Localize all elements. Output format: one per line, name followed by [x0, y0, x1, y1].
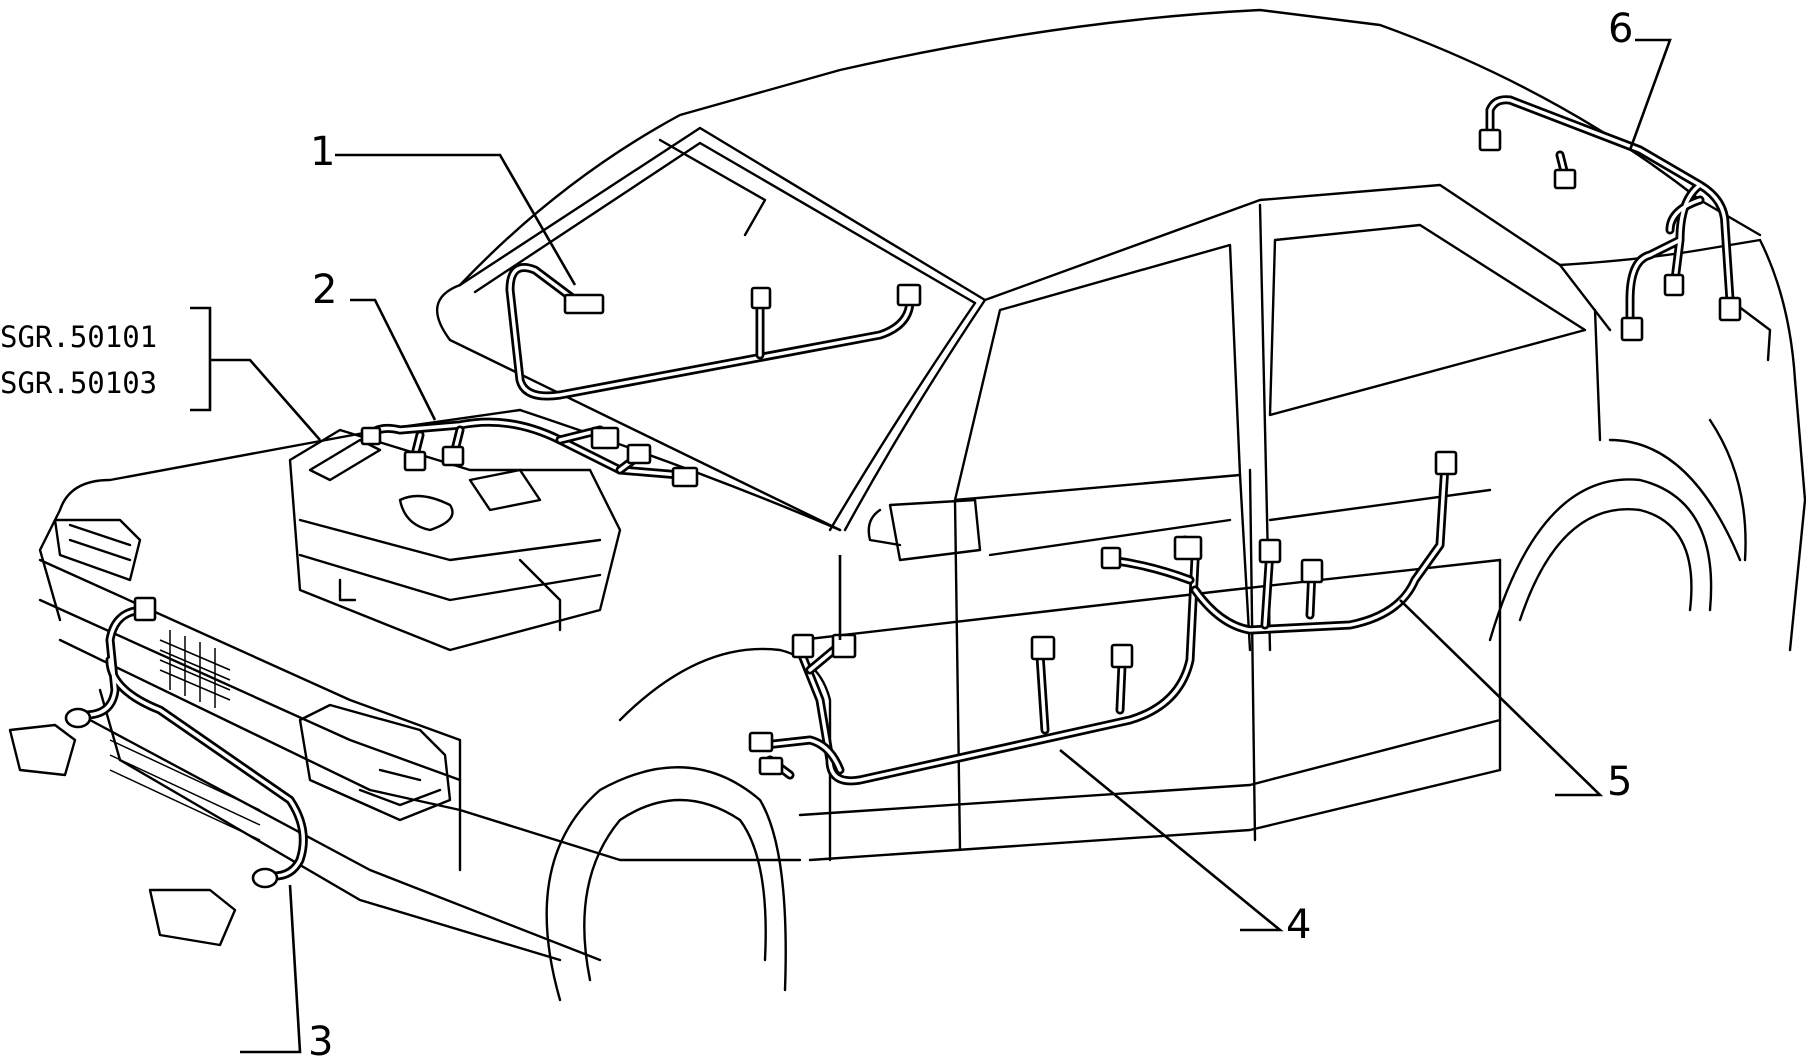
- leader-1: [335, 153, 577, 286]
- harness-dashboard: [505, 263, 922, 401]
- fog-lamp-left: [8, 723, 77, 777]
- callout-6: 6: [1608, 6, 1633, 52]
- leader-4: [1059, 748, 1284, 932]
- harness-floor-front: [748, 535, 1203, 786]
- fog-lamp-right: [148, 888, 237, 947]
- headlight-left: [53, 518, 142, 582]
- heater-unit: [288, 428, 622, 652]
- leader-6: [1628, 38, 1672, 151]
- harness-heater: [360, 417, 699, 488]
- leader-lines: [190, 38, 1672, 1054]
- variant-code-1: SGR.50101: [0, 320, 157, 354]
- harness-floor-rear: [1190, 450, 1458, 635]
- grille: [109, 630, 261, 841]
- variant-code-2: SGR.50103: [0, 366, 157, 400]
- headlight-right: [298, 703, 452, 822]
- harness-rear: [1478, 95, 1742, 342]
- callout-labels: 1 2 3 4 5 6 SGR.50101 SGR.50103: [0, 6, 1633, 1059]
- car-body: [8, 8, 1806, 1002]
- callout-4: 4: [1286, 902, 1311, 948]
- variant-bracket: [190, 306, 212, 412]
- callout-5: 5: [1607, 759, 1632, 805]
- leader-3: [240, 884, 302, 1054]
- leader-5: [1399, 599, 1604, 797]
- leader-sgr: [210, 358, 321, 441]
- harness-front: [64, 596, 308, 889]
- callout-2: 2: [312, 267, 337, 313]
- leader-2: [350, 298, 437, 421]
- callout-1: 1: [310, 129, 335, 175]
- callout-3: 3: [308, 1019, 333, 1059]
